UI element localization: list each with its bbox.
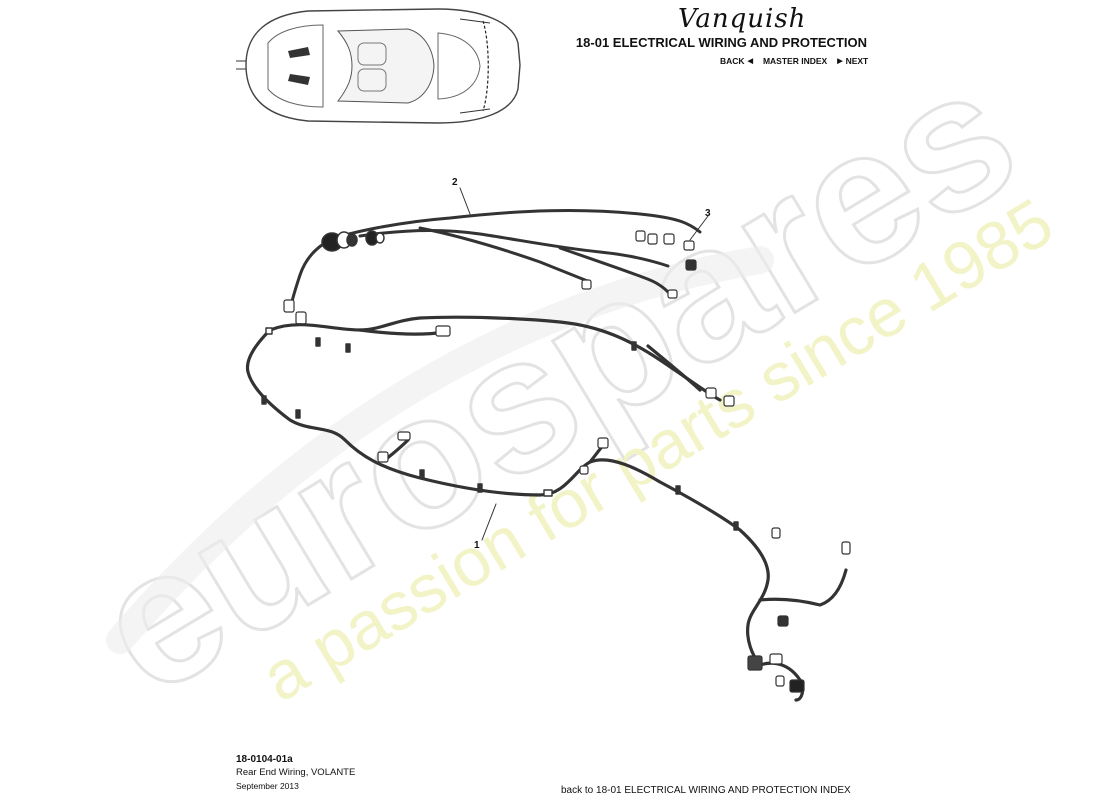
cable-ties (261, 327, 739, 531)
harness-grommets (321, 230, 385, 252)
callout-2[interactable]: 2 (452, 177, 458, 188)
publication-date: September 2013 (236, 781, 299, 791)
navigation-bar: BACK ◀ MASTER INDEX ▶ NEXT (720, 56, 868, 66)
part-code: 18-0104-01a (236, 754, 293, 765)
part-description: Rear End Wiring, VOLANTE (236, 767, 356, 778)
callout-1[interactable]: 1 (474, 540, 480, 551)
master-index-link[interactable]: MASTER INDEX (763, 56, 827, 66)
back-to-index-link[interactable]: back to 18-01 ELECTRICAL WIRING AND PROT… (561, 785, 851, 796)
car-top-view-image (236, 8, 521, 124)
upper-connectors (283, 230, 697, 325)
callout-leaders (459, 187, 709, 541)
back-link[interactable]: BACK ◀ (720, 56, 753, 66)
upper-harness (288, 209, 702, 312)
master-index-label: MASTER INDEX (762, 56, 828, 66)
back-arrow-icon: ◀ (747, 58, 753, 65)
next-link[interactable]: ▶ NEXT (837, 56, 868, 66)
callout-3[interactable]: 3 (705, 208, 711, 219)
next-arrow-icon: ▶ (837, 58, 843, 65)
section-title: 18-01 ELECTRICAL WIRING AND PROTECTION (575, 35, 867, 50)
vanquish-logo: Vanquish (678, 4, 807, 34)
lower-connectors (377, 325, 851, 693)
next-label: NEXT (845, 56, 869, 66)
main-harness (245, 315, 848, 702)
back-label: BACK (720, 56, 745, 66)
